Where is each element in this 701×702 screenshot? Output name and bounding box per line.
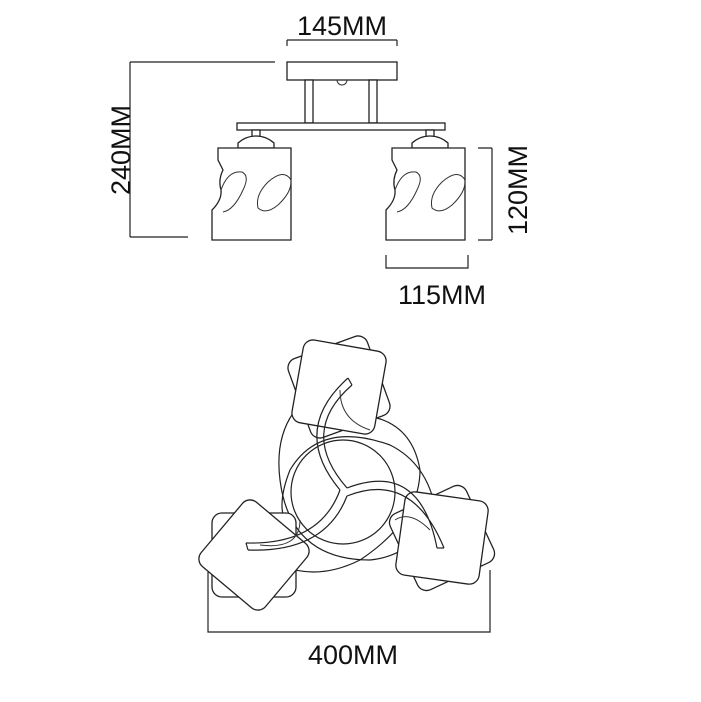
top-plan-view xyxy=(198,335,496,611)
glass-shade-right xyxy=(385,147,466,241)
label-canopy-width: 145MM xyxy=(297,11,387,41)
arms xyxy=(245,377,445,551)
label-total-height: 240MM xyxy=(106,105,136,195)
crossbar xyxy=(236,122,446,131)
dimension-total-height: 240MM xyxy=(106,61,275,238)
ceiling-canopy xyxy=(286,61,398,81)
glass-shade-left xyxy=(211,147,292,241)
dimension-shade-height: 120MM xyxy=(478,145,533,241)
socket-left xyxy=(237,129,275,149)
socket-right xyxy=(411,129,449,149)
dimension-canopy-width: 145MM xyxy=(286,11,398,46)
center-canopy-circle xyxy=(290,439,396,545)
stem-left xyxy=(304,79,314,124)
dimension-total-width: 400MM xyxy=(207,570,491,670)
shade-bottom-left xyxy=(198,499,310,611)
label-shade-width: 115MM xyxy=(398,280,486,310)
label-shade-height: 120MM xyxy=(503,145,533,235)
shade-right xyxy=(388,484,496,592)
side-elevation xyxy=(211,61,466,241)
dimension-shade-width: 115MM xyxy=(385,255,486,310)
label-total-width: 400MM xyxy=(308,640,398,670)
canopy-screw xyxy=(336,79,348,86)
stem-right xyxy=(368,79,378,124)
